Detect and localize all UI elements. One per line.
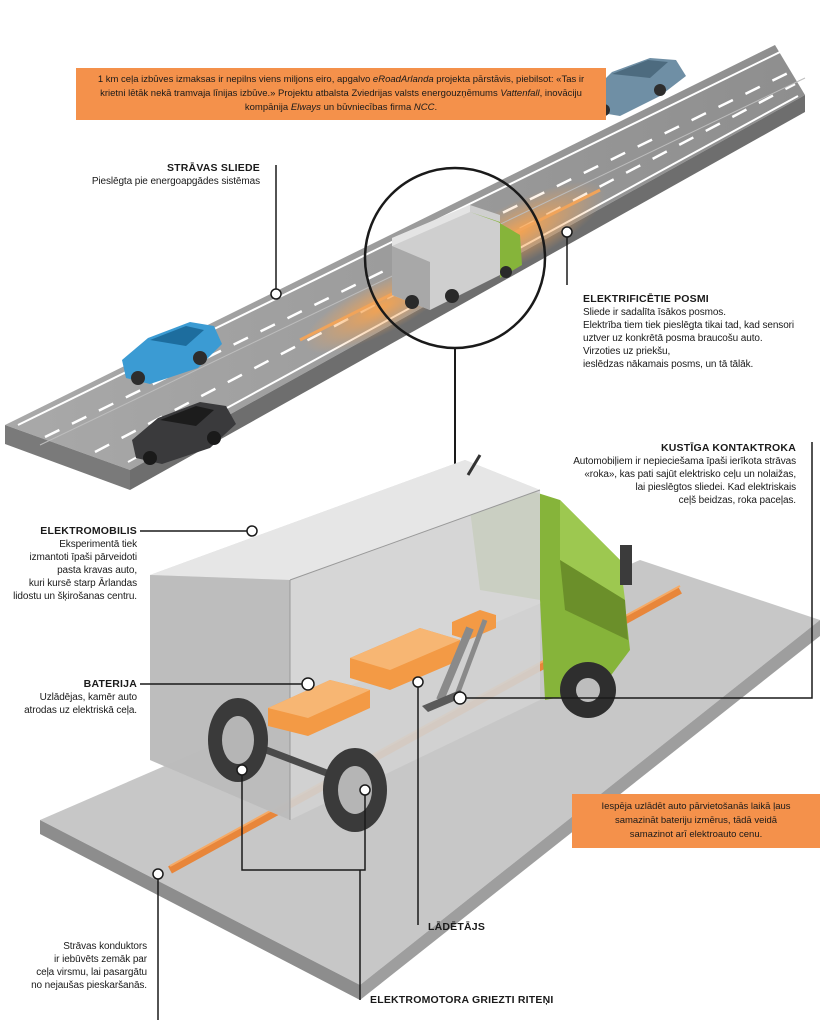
marker-ladetajs xyxy=(412,676,424,688)
marker-elektrificetie-posmi xyxy=(561,226,573,238)
label-stravas-konduktors: Strāvas konduktors ir iebūvēts zemāk par… xyxy=(31,941,147,991)
truck xyxy=(150,454,632,832)
label-baterija: BATERIJA Uzlādējas, kamēr auto atrodas u… xyxy=(24,678,137,716)
top-banner: 1 km ceļa izbūves izmaksas ir nepilns vi… xyxy=(76,68,606,120)
label-elektrificetie-posmi: ELEKTRIFICĒTIE POSMI Sliede ir sadalīta … xyxy=(583,293,795,370)
label-elektromotora-riteni: ELEKTROMOTORA GRIEZTI RITEŅI xyxy=(370,994,554,1006)
marker-baterija xyxy=(301,677,315,691)
blue-car-left xyxy=(122,322,222,385)
marker-ritenis-1 xyxy=(236,764,248,776)
marker-ritenis-2 xyxy=(359,784,371,796)
marker-stravas-sliede xyxy=(270,288,282,300)
black-car xyxy=(132,402,236,465)
marker-elektromobilis xyxy=(246,525,258,537)
label-elektromobilis: ELEKTROMOBILIS Eksperimentā tiek izmanto… xyxy=(13,525,137,602)
bottom-banner: Iespēja uzlādēt auto pārvietošanās laikā… xyxy=(572,794,820,848)
label-kustiga-kontaktroka: KUSTĪGA KONTAKTROKA Automobiļiem ir nepi… xyxy=(573,442,796,506)
zoom-circle xyxy=(363,166,547,350)
label-stravas-sliede: STRĀVAS SLIEDE Pieslēgta pie energoapgād… xyxy=(91,162,260,187)
label-ladetajs: LĀDĒTĀJS xyxy=(428,921,486,933)
callout-lines xyxy=(140,165,813,1020)
marker-kontaktroka xyxy=(453,691,467,705)
marker-konduktors xyxy=(152,868,164,880)
